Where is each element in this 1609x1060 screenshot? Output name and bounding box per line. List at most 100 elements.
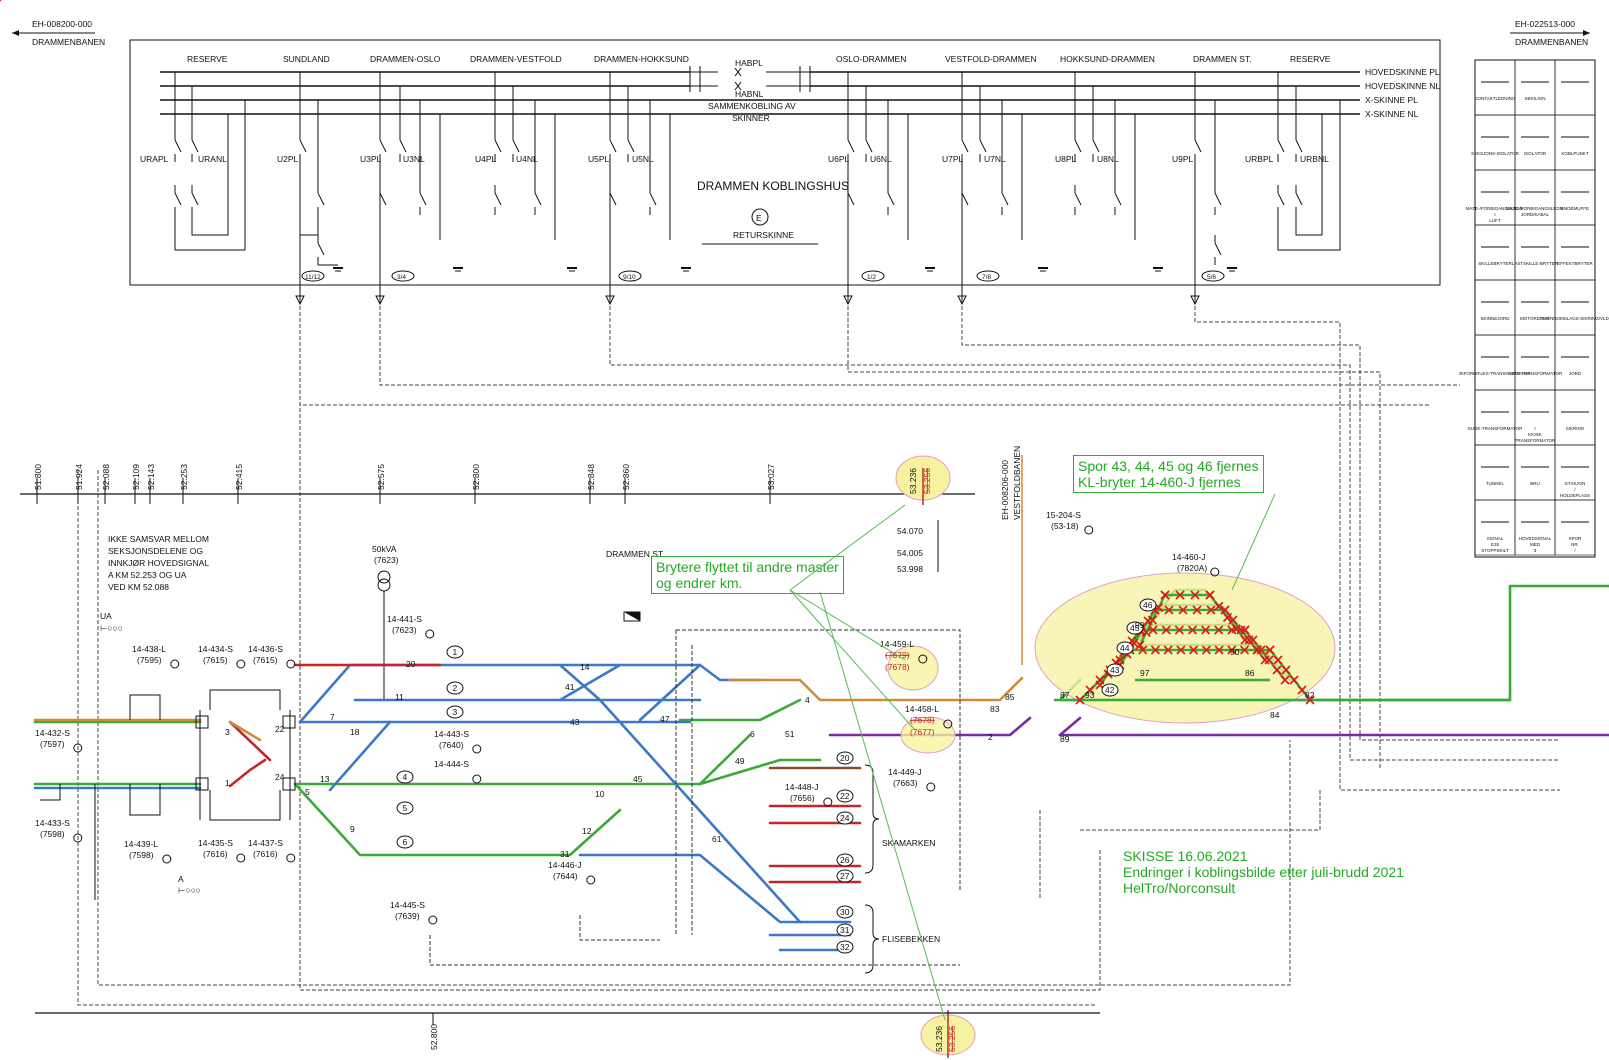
switch-label: U8NL [1097, 154, 1119, 164]
legend-label: HOVEDSIGNAL [1519, 536, 1552, 541]
catenary-switch-ref: (7595) [137, 655, 162, 665]
removed-cross-icon [1141, 627, 1151, 638]
section-tag: 3/4 [397, 274, 406, 281]
removed-cross-icon [1206, 605, 1216, 615]
switch-number: 43 [570, 717, 580, 727]
right-arrow-head-icon [1583, 30, 1590, 36]
switch-number: 47 [660, 714, 670, 724]
return-rail-label: RETURSKINNE [733, 230, 794, 240]
track-number: 27 [840, 871, 850, 881]
feeder-name: RESERVE [1290, 54, 1331, 64]
removed-cross-icon [1075, 695, 1085, 705]
switch-number: 97 [1140, 668, 1150, 678]
track-circle [396, 801, 414, 815]
note-line: Brytere flyttet til andre master [656, 559, 839, 575]
removed-cross-icon [1281, 665, 1291, 675]
catenary-switch-id: 14-458-L [905, 704, 939, 714]
switch-number: 18 [350, 727, 360, 737]
removed-cross-icon [1163, 645, 1173, 655]
switch-number: 12 [582, 826, 592, 836]
track-number: 4 [403, 772, 408, 782]
catenary-switch-ref: (7656) [790, 793, 815, 803]
track-blue [33, 663, 852, 952]
note-line: HelTro/Norconsult [1123, 880, 1236, 896]
switch-number: 86 [1245, 668, 1255, 678]
note-line: KL-bryter 14-460-J fjernes [1078, 474, 1241, 490]
removed-cross-icon [1273, 655, 1283, 665]
catenary-switch-id: 14-438-L [132, 644, 166, 654]
catenary-switch-ref: (7616) [203, 849, 228, 859]
km-label-bottom: 52.800 [429, 1024, 439, 1050]
removed-cross-icon [1297, 685, 1307, 695]
removed-cross-icon [1138, 645, 1148, 655]
km-tick-label: 51.800 [33, 464, 43, 490]
km-block-value: 53.998 [897, 564, 923, 574]
catenary-switch-ref: (7644) [553, 871, 578, 881]
switch-number: 9 [350, 824, 355, 834]
legend-label: LASTSKILLE-BRYTER [1512, 261, 1559, 266]
track-orange [33, 676, 1024, 742]
legend-label: STASJON [1565, 481, 1585, 486]
legend-label: JORD [1569, 371, 1582, 376]
track-circle [1101, 683, 1119, 697]
switch-label: U4PL [475, 154, 497, 164]
switch-number: 90 [1230, 647, 1240, 657]
removed-cross-icon [1280, 675, 1290, 685]
catenary-switch-id: 14-460-J [1172, 552, 1206, 562]
removed-cross-icon [1289, 675, 1299, 685]
switch-number: 82 [1305, 690, 1315, 700]
removed-tracks-note: Spor 43, 44, 45 og 46 fjernes KL-bryter … [1073, 455, 1264, 493]
return-rail-icon [751, 208, 769, 226]
catenary-switch-ref: (7640) [439, 740, 464, 750]
note-line: SKISSE 16.06.2021 [1123, 848, 1248, 864]
busbar-label: HOVEDSKINNE NL [1365, 81, 1440, 91]
legend-label: SIGNAL [1487, 536, 1504, 541]
signal-symbol-icon: ⊢○○○ [178, 885, 201, 895]
removed-cross-icon [1244, 635, 1254, 645]
legend-label: / [1574, 487, 1576, 492]
switch-label: URBNL [1300, 154, 1329, 164]
section-tag: 11/12 [305, 274, 321, 281]
removed-cross-icon [1164, 605, 1174, 615]
track-number: 32 [840, 942, 850, 952]
aux-transformer: 50kVA (7623) [372, 544, 399, 700]
catenary-switch-ref: (7598) [129, 850, 154, 860]
km-block-value: 54.070 [897, 526, 923, 536]
switch-number: 49 [735, 756, 745, 766]
motor-drive-icon [162, 854, 172, 864]
switch-label: U6PL [828, 154, 850, 164]
legend-label: SEKSJON [1524, 96, 1545, 101]
legend-cell [1554, 499, 1596, 556]
busbar-label: X-SKINNE PL [1365, 95, 1418, 105]
track-circle [1139, 598, 1157, 612]
switch-number: 51 [785, 729, 795, 739]
km-old-bottom: 53.256 [947, 1026, 957, 1052]
feeder-cables [77, 300, 1560, 1006]
switch-number: 11 [395, 692, 404, 702]
track-number: 20 [840, 753, 850, 763]
right-line-name: DRAMMENBANEN [1515, 37, 1588, 47]
moved-switches-note: Brytere flyttet til andre master og endr… [651, 556, 844, 594]
catenary-switch-id: 14-449-J [888, 767, 922, 777]
legend-label: HOLDEPLASS [1560, 493, 1590, 498]
removed-cross-icon [1252, 645, 1262, 655]
switch-number: 89 [1060, 734, 1070, 744]
top-right-reference: EH-022513-000 DRAMMENBANEN [1510, 19, 1590, 47]
legend-label: I [1534, 426, 1535, 431]
km-tick-label: 52.253 [179, 464, 189, 490]
catenary-switch-id: 14-439-L [124, 839, 158, 849]
track-number: 3 [453, 707, 458, 717]
km-tick-label: 52.088 [101, 464, 111, 490]
switch-number: 41 [565, 682, 575, 692]
motor-drive-icon [236, 659, 246, 669]
note-line: Spor 43, 44, 45 og 46 fjernes [1078, 458, 1259, 474]
switch-label: U7NL [984, 154, 1006, 164]
motor-drive-icon [472, 744, 482, 754]
section-tags: 11/12 3/4 9/10 1/2 7/8 5/6 [301, 270, 1225, 282]
switch-number: 93 [1085, 690, 1095, 700]
track-red [0, 0, 862, 884]
return-rail-symbol: E [756, 213, 762, 223]
motor-drive-icon [1210, 567, 1220, 577]
km-block: 54.070 54.005 53.998 [897, 520, 939, 574]
